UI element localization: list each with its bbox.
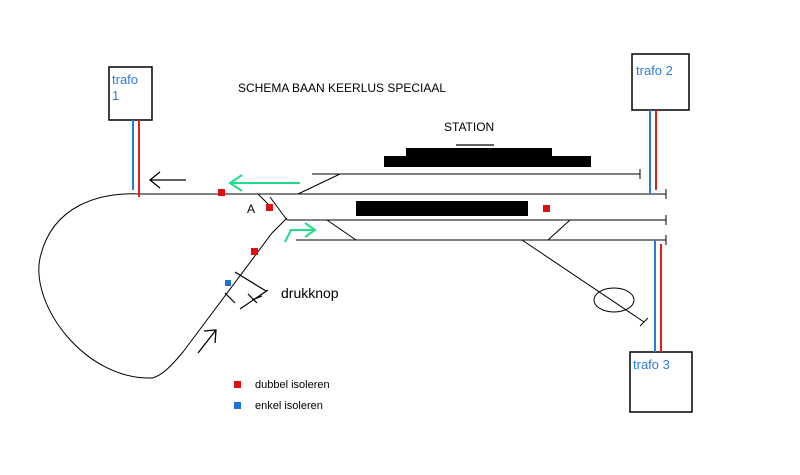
lower-switch-diagonal-left xyxy=(326,219,357,241)
trafo-2-box xyxy=(631,53,690,111)
station-building xyxy=(384,156,591,167)
lower-switch-diagonal-right xyxy=(547,219,571,241)
push-button-symbol xyxy=(224,271,269,310)
trafo-3-label: trafo 3 xyxy=(633,357,670,372)
turntable xyxy=(593,287,635,313)
legend-double-isolation-label: dubbel isoleren xyxy=(255,379,330,391)
direction-arrow-up-right-black xyxy=(197,329,217,354)
legend-double-isolation-swatch xyxy=(234,381,241,388)
trafo-1-box xyxy=(108,66,153,121)
station-building-top xyxy=(406,148,552,158)
diagram-title: SCHEMA BAAN KEERLUS SPECIAAL xyxy=(238,81,446,95)
single-isolation-marker xyxy=(225,280,231,286)
switch-a-label: A xyxy=(247,202,255,216)
legend-single-isolation-label: enkel isoleren xyxy=(255,400,323,412)
double-isolation-marker xyxy=(543,205,550,212)
reversing-loop-track xyxy=(38,193,288,379)
double-isolation-marker xyxy=(251,248,258,255)
trafo-3-box xyxy=(629,351,693,413)
trafo-2-label: trafo 2 xyxy=(636,63,673,78)
direction-arrow-left-green xyxy=(228,174,300,192)
upper-switch-diagonal xyxy=(297,173,341,195)
trafo-1-label: trafo 1 xyxy=(112,72,142,103)
double-isolation-marker xyxy=(218,189,225,196)
spur-track xyxy=(521,239,645,323)
push-button-label: drukknop xyxy=(281,285,339,301)
double-isolation-marker xyxy=(266,204,273,211)
spur-track-end xyxy=(639,317,649,327)
station-platform xyxy=(356,201,528,216)
direction-arrow-right-green xyxy=(284,222,317,243)
switch-a-branch xyxy=(269,196,288,221)
station-label: STATION xyxy=(444,120,494,134)
direction-arrow-left-black xyxy=(148,171,186,189)
legend-single-isolation-swatch xyxy=(234,402,241,409)
